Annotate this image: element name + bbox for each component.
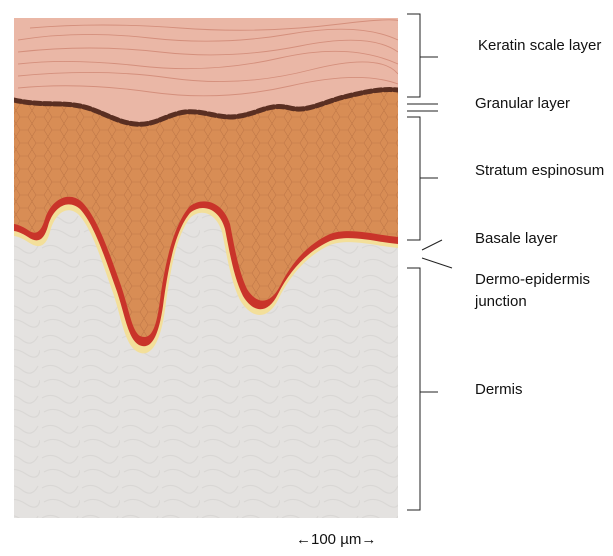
keratin-scale-layer-label: Keratin scale layer	[478, 36, 601, 55]
dermis-bracket	[407, 268, 438, 510]
stratum-espinosum-label: Stratum espinosum	[475, 161, 604, 180]
dermo-epidermis-label: Dermo-epidermis	[475, 270, 590, 289]
junction-pointer	[422, 258, 452, 268]
scale-bar-label: ←100 µm→	[296, 531, 376, 548]
basale-pointer	[422, 240, 442, 250]
junction-label: junction	[475, 292, 527, 311]
granular-layer-label: Granular layer	[475, 94, 570, 113]
label-brackets	[407, 14, 452, 510]
spinosum-bracket	[407, 117, 438, 240]
keratin-bracket	[407, 14, 438, 97]
dermis-label: Dermis	[475, 380, 523, 399]
basale-layer-label: Basale layer	[475, 229, 558, 248]
granular-pointer	[407, 104, 438, 111]
